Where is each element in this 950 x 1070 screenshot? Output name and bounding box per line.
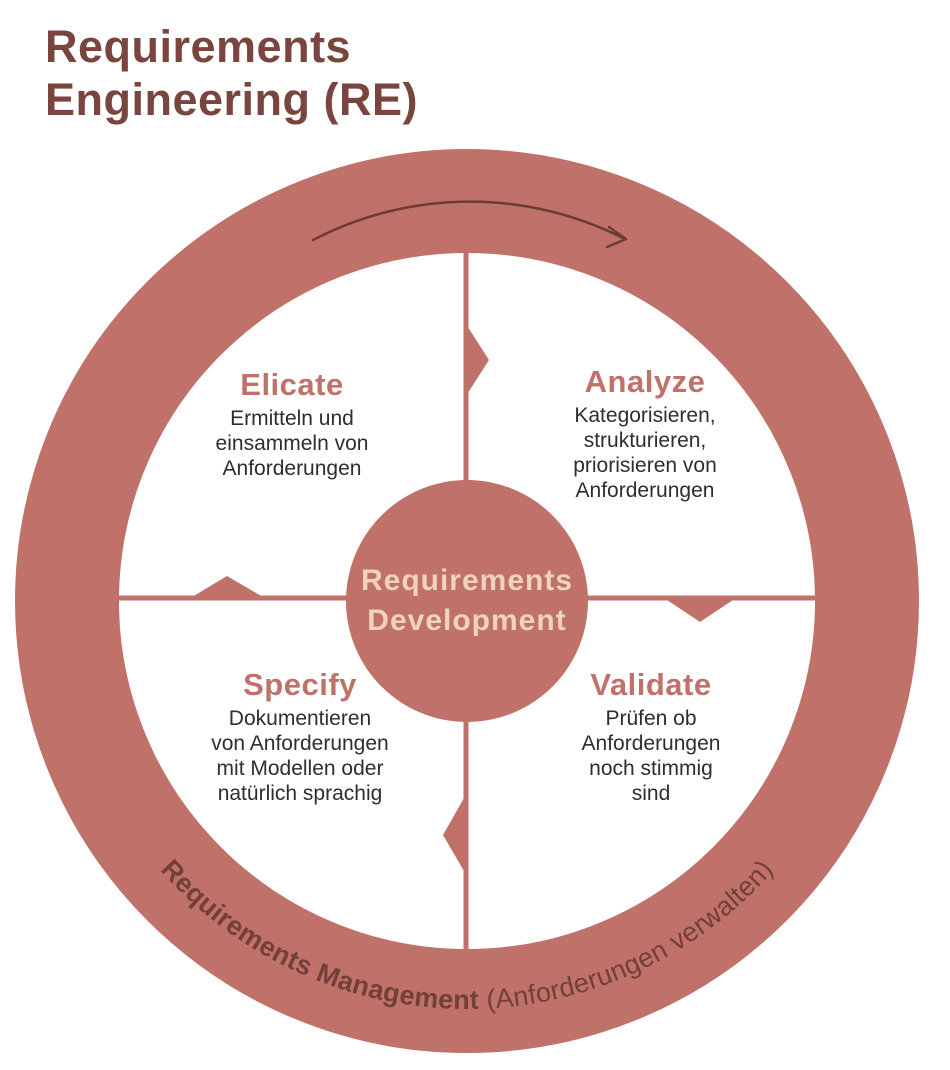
page-title-line2: Engineering (RE)	[45, 74, 419, 125]
flow-arrow-top-icon	[464, 321, 489, 399]
quadrant-analyze-body: Kategorisieren, strukturieren, priorisie…	[573, 404, 717, 502]
page-title: Requirements Engineering (RE)	[45, 20, 418, 126]
quadrant-specify: Specify Dokumentieren von Anforderungen …	[140, 668, 460, 806]
quadrant-validate: Validate Prüfen ob Anforderungen noch st…	[491, 668, 811, 806]
quadrant-validate-heading: Validate	[590, 667, 712, 702]
flow-arrow-bottom-icon	[443, 791, 468, 878]
flow-arrow-left-icon	[187, 576, 268, 600]
quadrant-specify-body: Dokumentieren von Anforderungen mit Mode…	[211, 707, 389, 805]
quadrant-analyze: Analyze Kategorisieren, strukturieren, p…	[485, 365, 805, 503]
page-title-line1: Requirements	[45, 21, 352, 72]
cycle-direction-arrow-icon	[311, 200, 627, 242]
quadrant-elicate-body: Ermitteln und einsammeln von Anforderung…	[215, 407, 369, 480]
center-circle	[346, 480, 588, 722]
quadrant-specify-heading: Specify	[243, 667, 357, 702]
flow-arrow-right-icon	[661, 596, 739, 622]
quadrant-elicate: Elicate Ermitteln und einsammeln von Anf…	[132, 368, 452, 481]
quadrant-analyze-heading: Analyze	[584, 364, 706, 399]
quadrant-validate-body: Prüfen ob Anforderungen noch stimmig sin…	[581, 707, 721, 805]
cycle-direction-arrowhead-icon	[605, 225, 628, 249]
center-label-line2: Development	[367, 604, 566, 637]
quadrant-elicate-heading: Elicate	[240, 367, 344, 402]
center-label-line1: Requirements	[361, 564, 573, 597]
